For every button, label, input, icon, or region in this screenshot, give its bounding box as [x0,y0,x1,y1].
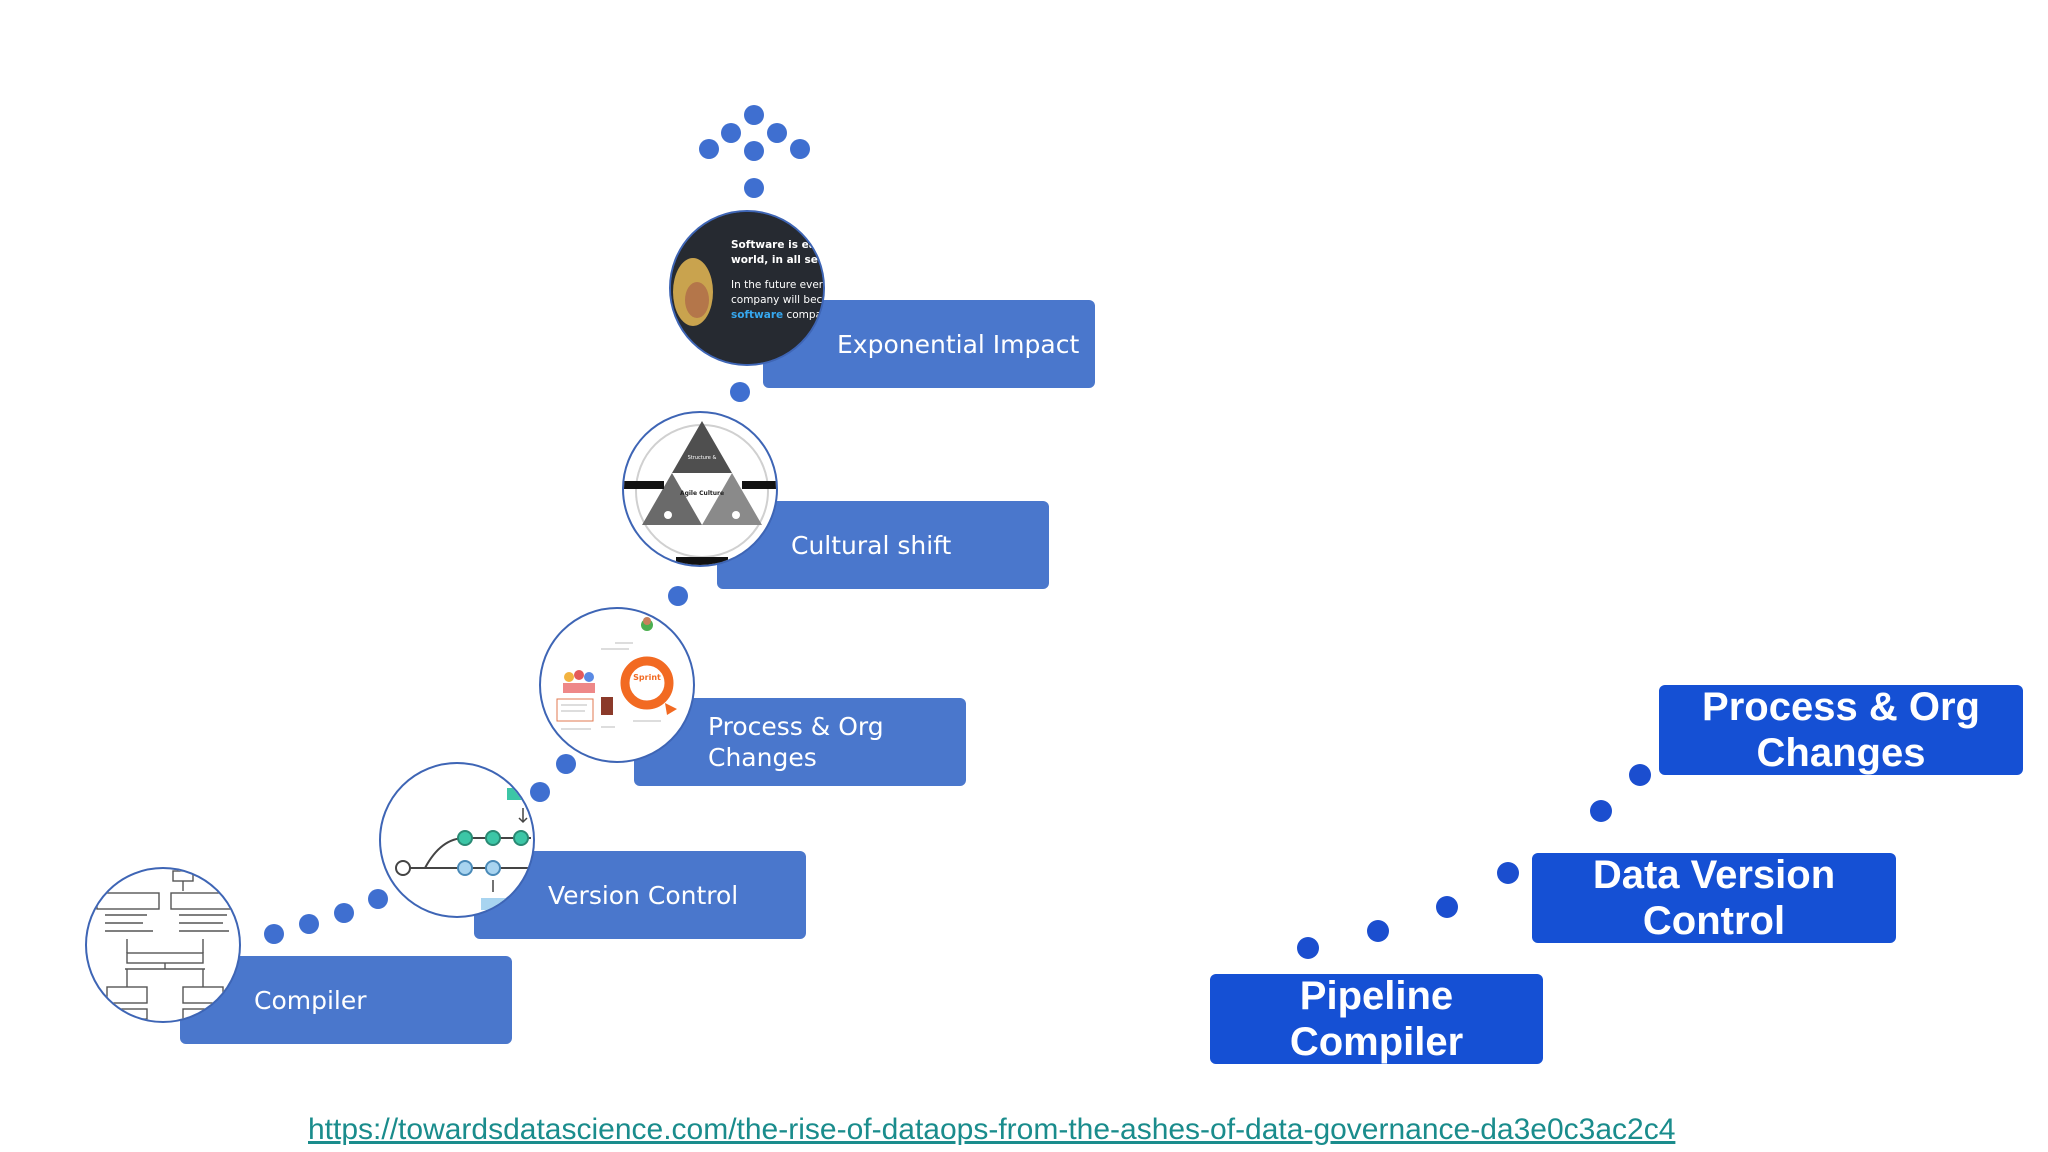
path-dot [730,382,750,402]
path-dot [299,914,319,934]
path-dot [744,141,764,161]
path-dot [334,903,354,923]
target-box-data-version-control: Data Version Control [1532,853,1896,943]
path-dot [1297,937,1319,959]
quote-line: company will bec [731,294,823,306]
path-dot [264,924,284,944]
path-dot [744,178,764,198]
agile-culture-triangle-icon: Structure & Agile Culture [622,411,778,567]
step-label: Exponential Impact [837,329,1080,359]
path-dot [767,123,787,143]
path-dot [721,123,741,143]
sprint-text: Sprint [633,673,661,682]
svg-text:Structure &: Structure & [688,455,717,461]
step-label: Process & Org Changes [708,712,884,772]
path-dot [668,586,688,606]
path-dot [368,889,388,909]
step-label: Cultural shift [791,530,952,560]
target-box-pipeline-compiler: Pipeline Compiler [1210,974,1543,1064]
path-dot [1590,800,1612,822]
scrum-sprint-icon: Sprint [539,607,695,763]
git-branch-icon [379,762,535,918]
agile-text: Agile Culture [680,490,724,497]
path-dot [790,139,810,159]
quote-line: world, in all sect [731,254,825,266]
quote-line: In the future ever [731,279,824,291]
path-dot [1629,764,1651,786]
target-label: Process & Org Changes [1702,685,1980,775]
path-dot [699,139,719,159]
target-label: Pipeline Compiler [1289,974,1464,1064]
target-box-process-org-changes: Process & Org Changes [1659,685,2023,775]
path-dot [1436,896,1458,918]
step-label: Version Control [548,880,739,910]
step-label: Compiler [254,985,367,1015]
source-link[interactable]: https://towardsdatascience.com/the-rise-… [308,1113,1676,1146]
path-dot [530,782,550,802]
path-dot [744,105,764,125]
target-label: Data Version Control [1592,853,1836,943]
compiler-diagram-icon [85,867,241,1023]
path-dot [1367,920,1389,942]
software-quote-photo-icon: Software is eat world, in all sect In th… [669,210,825,366]
path-dot [556,754,576,774]
quote-line: Software is eat [731,239,821,251]
step-box-version-control: Version Control [474,851,806,939]
path-dot [1497,862,1519,884]
quote-highlight: software [731,309,784,321]
